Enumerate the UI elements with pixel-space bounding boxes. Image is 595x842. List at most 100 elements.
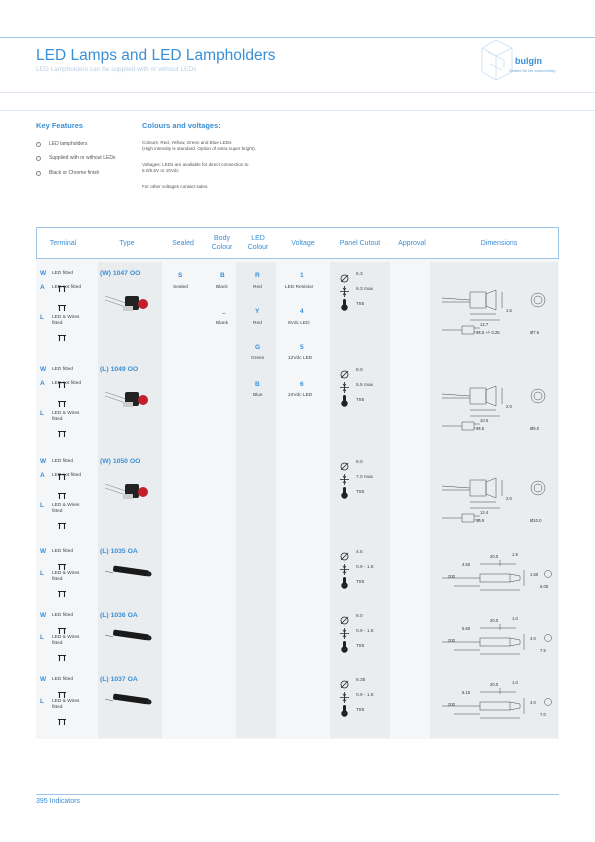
dimension-drawing [440,552,558,596]
led-code: Y [255,308,260,315]
terminal-label: LED fitted [52,459,74,464]
led-label: Blue [253,393,263,398]
led-label: Red [253,321,262,326]
terminal-label: LED fitted [52,367,74,372]
led-code: B [255,381,260,388]
header-panel-cutout: Panel Cutout [339,239,381,247]
section-divider [0,92,595,93]
dimension-drawing [440,374,558,444]
cutout-thickness: 7.0 max [356,475,374,480]
thickness-icon [340,562,349,575]
dimension-label: 10.0 [480,418,489,423]
bullet-circle-icon [36,155,41,161]
voltage-code: 5 [300,344,304,351]
dimension-label: 5.60 [462,626,471,631]
table-header [36,227,559,259]
voltage-label: 24Vdc LED [288,393,313,398]
terminal-code: L [40,502,44,509]
dimension-label: 14.5 [476,426,485,431]
type-code: (W) 1047 OO [100,270,141,277]
dimension-label: Ø10.0 [530,518,542,523]
dimension-drawing [440,278,558,348]
terminal-label: LED & Wires fitted [52,315,80,326]
colours-line: Voltages: LEDs are available for direct … [142,162,249,167]
terminal-code: W [40,270,47,277]
cutout-diameter: 6.35 [356,678,366,683]
column-band [430,262,558,738]
bullet-circle-icon [36,141,41,147]
terminal-code: W [40,548,47,555]
terminal-pin-icon [58,375,66,388]
column-band [236,262,276,738]
body-code: B [220,272,225,279]
terminal-code: A [40,284,45,291]
terminal-pin-icon [58,621,66,634]
cutout-temperature: T85 [356,708,365,713]
dimension-label: Ø7.6 [530,330,540,335]
dimension-drawing [440,466,558,536]
feature-item: Supplied with or without LEDs [36,155,115,161]
dimension-label: 200 [448,638,455,643]
terminal-label: LED & Wires fitted [52,571,80,582]
terminal-label: LED & Wires fitted [52,635,80,646]
voltage-code: 4 [300,308,304,315]
thickness-icon [340,380,349,393]
terminal-code: W [40,612,47,619]
terminal-code: A [40,380,45,387]
terminal-pin-icon [58,712,66,725]
cutout-temperature: T85 [356,580,365,585]
dimension-label: 7.5 [540,648,546,653]
header-terminal: Terminal [49,239,77,247]
footer-divider [36,794,559,795]
diameter-icon [340,612,349,625]
terminal-label: LED not fitted [52,473,82,478]
led-label: Green [251,356,265,361]
dimension-label: 7.0 [540,712,546,717]
bullet-circle-icon [36,170,41,176]
header-dimensions: Dimensions [480,239,518,247]
terminal-label: LED fitted [52,677,74,682]
diameter-icon [340,458,349,471]
colours-title: Colours and voltages: [142,121,221,130]
terminal-code: W [40,366,47,373]
temperature-icon [340,394,349,407]
voltage-label: 6Vdc LED [288,321,310,326]
product-photo [103,690,155,708]
thickness-icon [340,690,349,703]
body-code: – [222,310,226,317]
type-code: (L) 1037 OA [100,676,138,683]
product-photo [103,382,155,414]
terminal-label: LED not fitted [52,285,82,290]
terminal-pin-icon [58,685,66,698]
terminal-code: W [40,458,47,465]
page-footer: 395 Indicators [36,798,80,805]
terminal-pin-icon [58,516,66,529]
logo-wordmark: bulgin [515,56,542,66]
terminal-label: LED & Wires fitted [52,411,80,422]
voltage-label: LED Resistor [285,285,314,290]
diameter-icon [340,548,349,561]
cutout-thickness: 0.9 - 1.6 [356,565,374,570]
led-code: G [255,344,261,351]
logo-tagline: Sealed for life connectivity [509,68,556,73]
feature-item: LED lampholders [36,141,87,147]
temperature-icon [340,640,349,653]
sealed-code: S [178,272,183,279]
type-code: (L) 1035 OA [100,548,138,555]
dimension-drawing [440,680,558,724]
dimension-label: 6.15 [462,690,471,695]
colours-line: (High intensity is standard. Option of e… [142,146,256,151]
terminal-code: L [40,634,44,641]
dimension-label: 4.0 [530,636,536,641]
sealed-label: Sealed [173,285,188,290]
voltage-code: 1 [300,272,304,279]
terminal-code: L [40,410,44,417]
header-body-colour: Body Colour [211,235,233,251]
terminal-label: LED & Wires fitted [52,503,80,514]
terminal-label: LED fitted [52,613,74,618]
dimension-label: 14.5 +/- 0.25 [476,330,500,335]
led-code: R [255,272,260,279]
cutout-temperature: T85 [356,302,365,307]
temperature-icon [340,298,349,311]
cutout-diameter: 8.0 [356,368,363,373]
